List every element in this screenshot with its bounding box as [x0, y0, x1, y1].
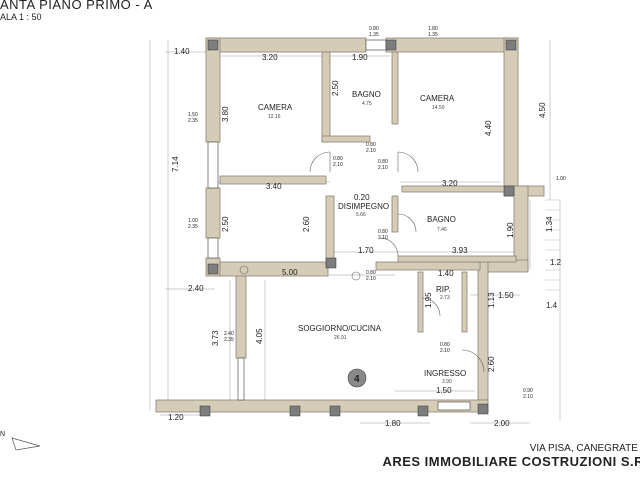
room-disimpegno-name: DISIMPEGNO — [338, 202, 389, 211]
dim-7-14: 7.14 — [171, 156, 180, 172]
room-ingresso-area: 3.90 — [442, 379, 452, 385]
wall-west-lower — [205, 187, 221, 239]
room-disimpegno-area: 5.66 — [356, 212, 366, 218]
stair-hatch — [545, 199, 560, 291]
pillars — [199, 39, 517, 417]
walls — [155, 37, 545, 413]
dim-1-13: 1.13 — [487, 292, 496, 308]
room-ingresso-name: INGRESSO — [424, 369, 466, 378]
wall-camera1-south — [219, 175, 327, 185]
wall-west-upper — [205, 37, 221, 143]
dim-1-50-bottom: 1.50 — [436, 386, 452, 395]
unit-badge-label: 4 — [354, 374, 360, 385]
dim-3-20-mid: 3.20 — [442, 179, 458, 188]
wall-corridor-west — [325, 195, 335, 267]
window-west-2 — [207, 237, 219, 259]
dim-5-00: 5.00 — [282, 268, 298, 277]
wall-rip-west — [417, 271, 424, 333]
wall-bagno1-south — [321, 135, 371, 143]
wall-north-left — [205, 37, 367, 53]
window-south-1 — [437, 401, 471, 411]
room-bagno1-area: 4.75 — [362, 101, 372, 107]
dim-1-90-b: 1.90 — [506, 222, 515, 238]
dim-1-90-top: 1.90 — [352, 53, 368, 62]
dim-1-34: 1.34 — [545, 216, 554, 232]
dim-1-40: 1.40 — [174, 47, 190, 56]
compass-icon: N — [0, 431, 41, 451]
room-rip-area: 2.73 — [440, 295, 450, 301]
dim-3-80: 3.80 — [221, 106, 230, 122]
dim-1-70: 1.70 — [358, 246, 374, 255]
dim-1-80: 1.80 — [385, 419, 401, 428]
dim-1-95: 1.95 — [424, 292, 433, 308]
window-west-1 — [207, 141, 219, 189]
room-rip-name: RIP. — [436, 285, 451, 294]
dim-1-50-right: 1.50 — [498, 291, 514, 300]
dim-3-20-top: 3.20 — [262, 53, 278, 62]
compass-label: N — [0, 431, 5, 438]
room-bagno2-name: BAGNO — [427, 215, 456, 224]
dim-2-40: 2.40 — [188, 284, 204, 293]
wall-bagno1-west — [321, 51, 331, 143]
room-soggiorno-name: SOGGIORNO/CUCINA — [298, 324, 382, 333]
dim-4-05: 4.05 — [255, 328, 264, 344]
room-bagno2-area: 7.46 — [437, 227, 447, 233]
dim-2-50-a: 2.50 — [331, 80, 340, 96]
dim-2-50-b: 2.50 — [221, 216, 230, 232]
room-camera2-area: 14.50 — [432, 105, 445, 111]
dim-3-40: 3.40 — [266, 182, 282, 191]
wall-rip-east — [461, 271, 468, 333]
wall-living-north2 — [375, 261, 481, 271]
windows — [207, 39, 471, 411]
note-w-r: 1.00 — [556, 176, 566, 182]
dim-0-20: 0.20 — [354, 193, 370, 202]
dim-1-4-right: 1.4 — [546, 301, 558, 310]
plan-title: ANTA PIANO PRIMO - A — [0, 0, 153, 12]
dim-2-60-a: 2.60 — [302, 216, 311, 232]
dim-1-40-rip: 1.40 — [438, 269, 454, 278]
room-camera2-name: CAMERA — [420, 94, 455, 103]
window-north-1 — [365, 39, 387, 51]
address-line: VIA PISA, CANEGRATE ( — [529, 443, 640, 454]
dim-1-20: 1.20 — [168, 413, 184, 422]
dim-2-60-b: 2.60 — [487, 356, 496, 372]
plan-scale: ALA 1 : 50 — [0, 12, 42, 22]
wall-camera2-west — [391, 51, 399, 125]
room-camera1-area: 12.16 — [268, 114, 281, 120]
dim-3-93: 3.93 — [452, 246, 468, 255]
dim-3-73: 3.73 — [211, 330, 220, 346]
wall-living-west — [235, 275, 247, 359]
window-west-3 — [237, 357, 245, 401]
wall-corridor-east — [391, 195, 399, 233]
unit-badge — [347, 368, 367, 388]
wall-bagno2-south — [397, 255, 517, 263]
wall-north-right — [385, 37, 519, 53]
dim-4-50: 4.50 — [538, 102, 547, 118]
door-swings — [239, 151, 485, 373]
wall-east-lower — [477, 259, 489, 401]
company-name: ARES IMMOBILIARE COSTRUZIONI S.R — [382, 454, 640, 469]
room-bagno1-name: BAGNO — [352, 90, 381, 99]
room-soggiorno-area: 26.91 — [334, 335, 347, 341]
wall-living-north — [219, 261, 329, 277]
dim-2-00: 2.00 — [494, 419, 510, 428]
wall-east-upper — [503, 37, 519, 191]
dim-1-2-right: 1.2 — [550, 258, 562, 267]
dim-4-40: 4.40 — [484, 120, 493, 136]
room-camera1-name: CAMERA — [258, 103, 293, 112]
